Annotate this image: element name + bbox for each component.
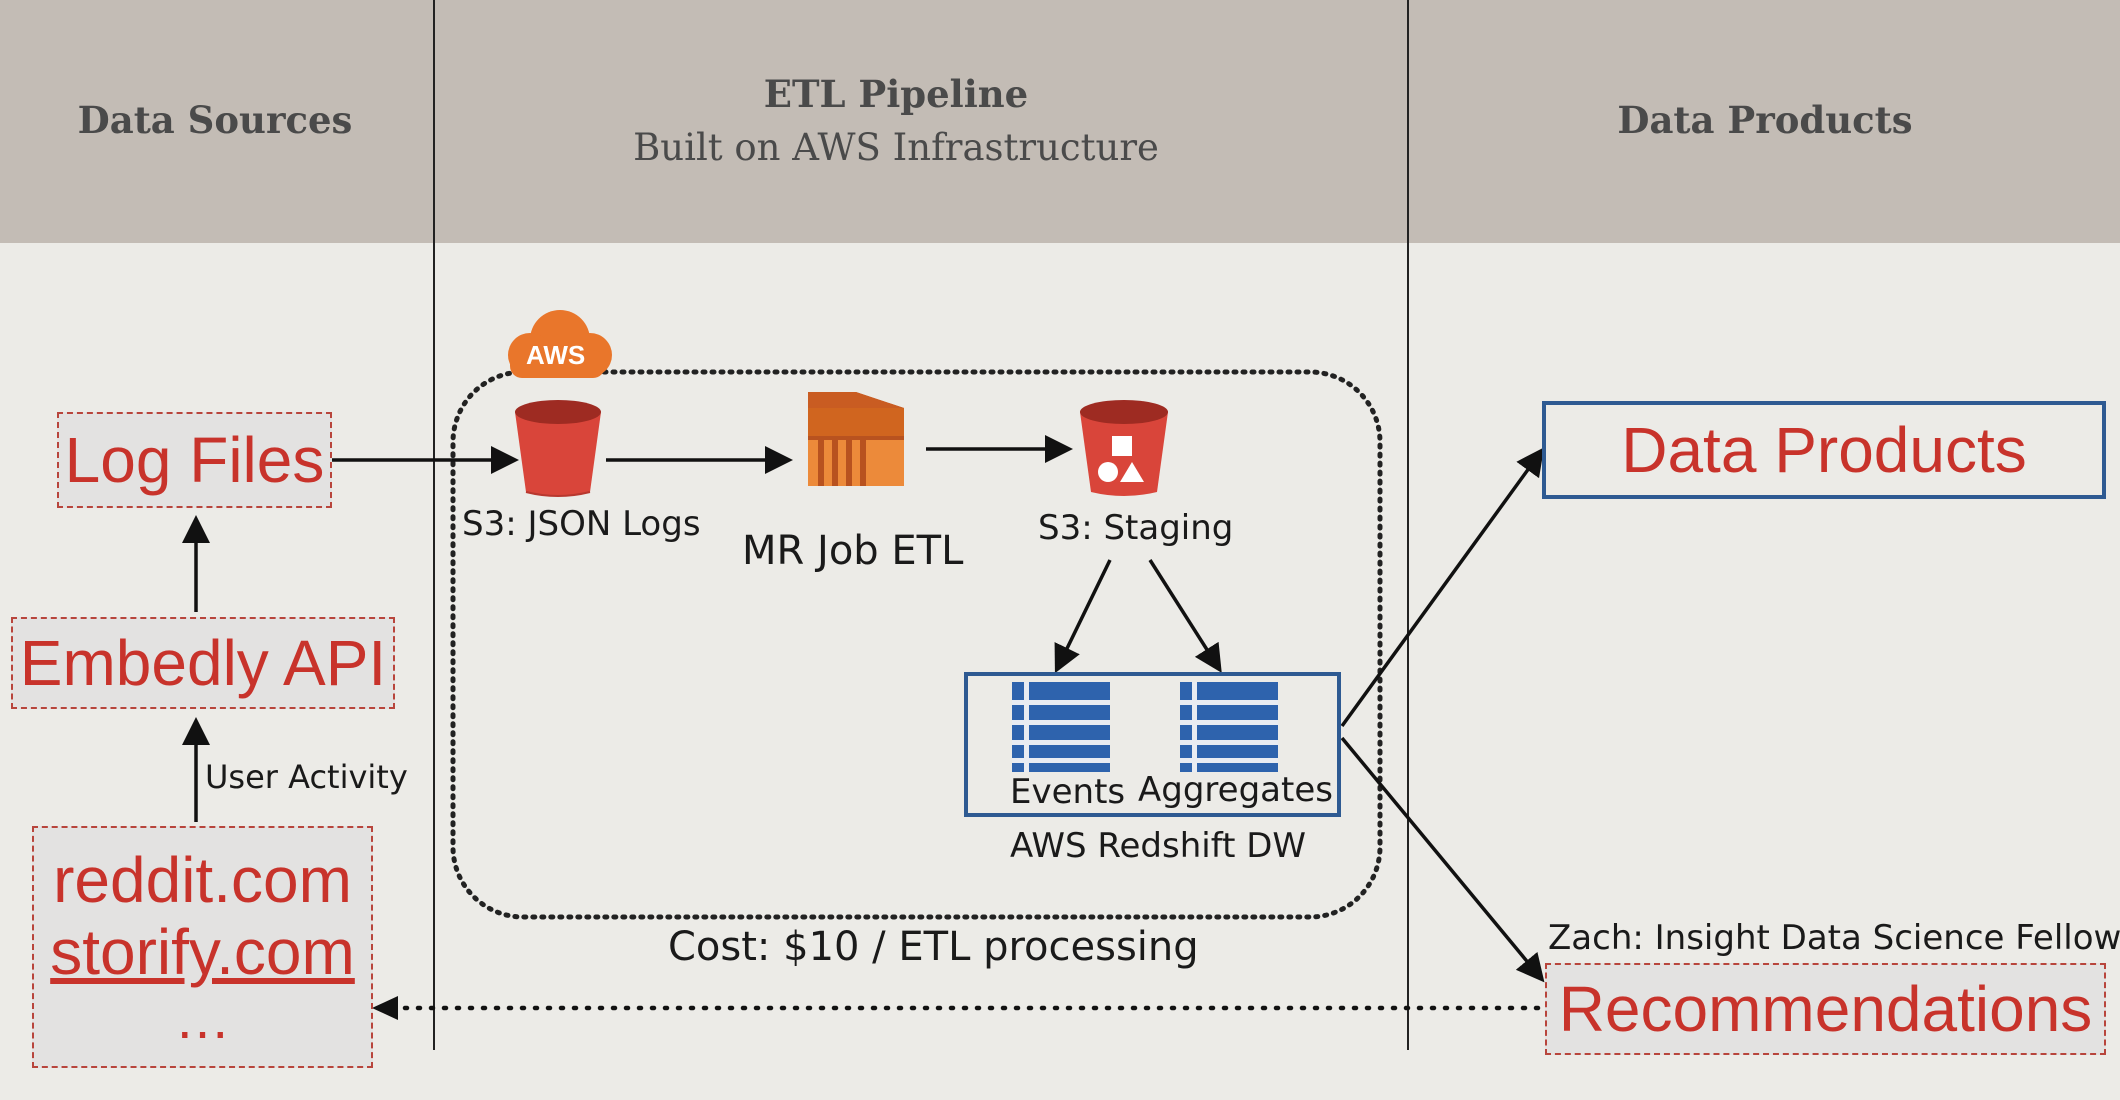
arrowhead-to-sources xyxy=(372,996,398,1020)
arrow-staging-to-events xyxy=(1054,559,1112,674)
cost-label: Cost: $10 / ETL processing xyxy=(668,924,1199,970)
arrow-redshift-to-data-products xyxy=(1340,447,1545,728)
log-files-box: Log Files xyxy=(57,412,332,508)
s3-json-logs-bucket-icon xyxy=(515,400,601,497)
column-divider-right xyxy=(1407,0,1409,1050)
col-title-data-products: Data Products xyxy=(1617,98,1913,142)
col-title-data-sources: Data Sources xyxy=(77,98,353,142)
aggregates-label: Aggregates xyxy=(1138,770,1333,810)
col-title-etl-pipeline: ETL Pipeline xyxy=(763,72,1029,116)
aws-region-boundary xyxy=(450,369,1383,920)
s3-staging-bucket-icon xyxy=(1080,400,1168,496)
aws-badge-label: AWS xyxy=(526,340,586,370)
recommendations-label: Recommendations xyxy=(1558,973,2093,1045)
mr-job-etl-icon xyxy=(808,392,904,486)
embedly-api-box: Embedly API xyxy=(11,617,395,709)
col-subtitle-etl-pipeline: Built on AWS Infrastructure xyxy=(633,126,1159,169)
header-band xyxy=(0,0,2120,243)
more-sources-ellipsis: … xyxy=(174,987,231,1050)
events-table-icon xyxy=(1012,682,1110,772)
events-label: Events xyxy=(1010,772,1126,812)
sources-box: reddit.com storify.com … xyxy=(32,826,373,1068)
s3-json-logs-label: S3: JSON Logs xyxy=(462,504,701,544)
redshift-label: AWS Redshift DW xyxy=(1010,826,1307,866)
redshift-box xyxy=(964,672,1341,817)
storify-link[interactable]: storify.com xyxy=(50,916,355,988)
mr-job-etl-label: MR Job ETL xyxy=(742,528,964,574)
s3-staging-label: S3: Staging xyxy=(1038,508,1234,548)
log-files-label: Log Files xyxy=(64,424,325,496)
arrow-redshift-to-recommendations xyxy=(1340,736,1545,983)
fellow-credit-label: Zach: Insight Data Science Fellow xyxy=(1548,918,2120,958)
embedly-api-label: Embedly API xyxy=(19,627,387,699)
column-divider-left xyxy=(433,0,435,1050)
reddit-link[interactable]: reddit.com xyxy=(53,844,352,916)
recommendations-box: Recommendations xyxy=(1545,963,2106,1055)
data-products-box: Data Products xyxy=(1542,401,2106,499)
user-activity-label: User Activity xyxy=(205,758,408,796)
aws-cloud-icon xyxy=(508,310,612,378)
arrow-staging-to-aggregates xyxy=(1148,559,1222,673)
aggregates-table-icon xyxy=(1180,682,1278,772)
data-products-label: Data Products xyxy=(1621,414,2027,486)
